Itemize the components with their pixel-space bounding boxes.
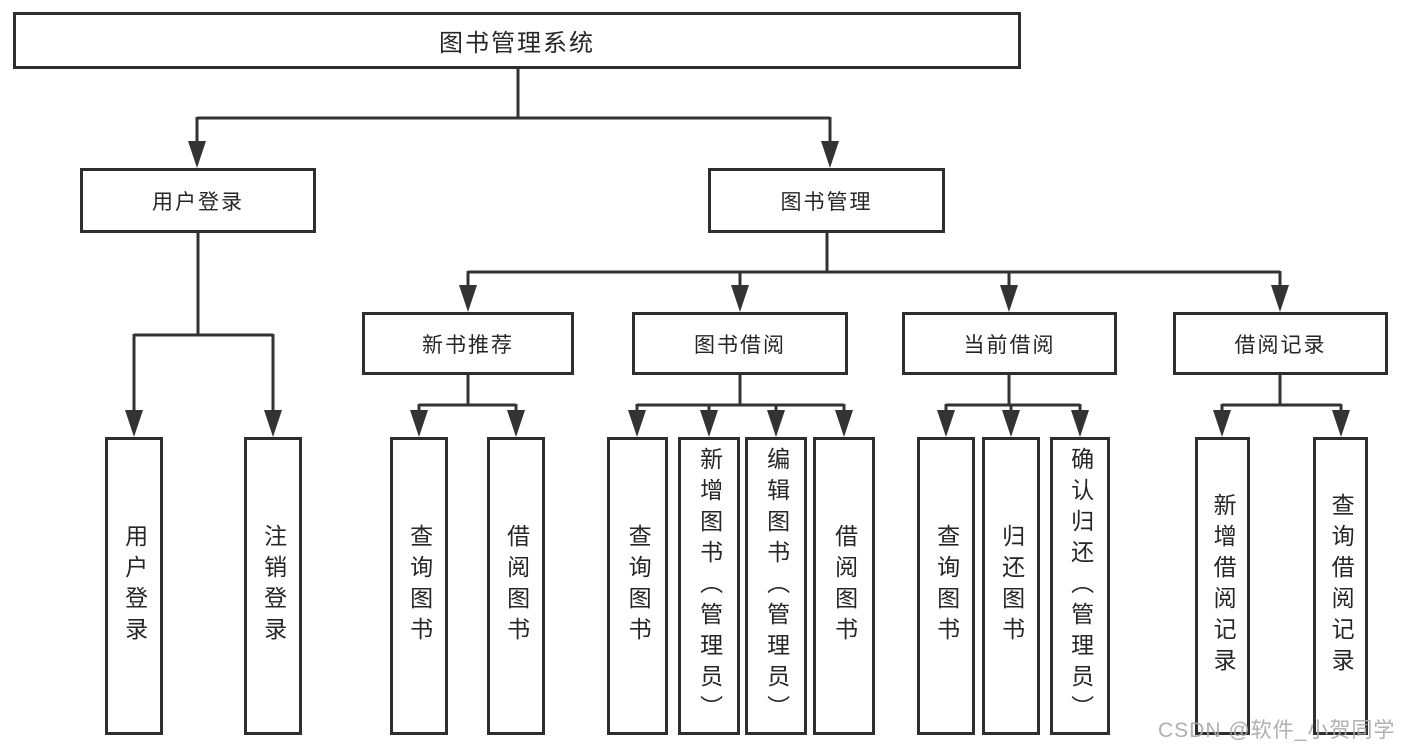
leaf-query-borrow-record: 查询借阅记录 <box>1313 437 1368 735</box>
node-new-book-recommend: 新书推荐 <box>362 312 574 375</box>
leaf-confirm-return-admin: 确认归还（管理员） <box>1050 437 1110 735</box>
leaf-borrow-books: 借阅图书 <box>813 437 875 735</box>
leaf-edit-books-admin: 编辑图书（管理员） <box>745 437 807 735</box>
leaf-add-borrow-record: 新增借阅记录 <box>1195 437 1250 735</box>
leaf-logout: 注销登录 <box>244 437 302 735</box>
node-current-borrowing: 当前借阅 <box>902 312 1117 375</box>
node-root-library-system: 图书管理系统 <box>13 12 1021 69</box>
leaf-query-books-current: 查询图书 <box>917 437 975 735</box>
node-book-management: 图书管理 <box>708 168 945 233</box>
node-user-login: 用户登录 <box>80 168 316 233</box>
arrowheads <box>125 141 1350 437</box>
node-book-borrowing: 图书借阅 <box>632 312 848 375</box>
node-borrowing-records: 借阅记录 <box>1173 312 1388 375</box>
leaf-return-books: 归还图书 <box>982 437 1040 735</box>
csdn-watermark: CSDN @软件_小贺同学 <box>1158 719 1396 742</box>
leaf-query-books-borrowing: 查询图书 <box>607 437 668 735</box>
leaf-borrow-books-recommend: 借阅图书 <box>487 437 545 735</box>
leaf-query-books-recommend: 查询图书 <box>390 437 448 735</box>
leaf-add-books-admin: 新增图书（管理员） <box>678 437 740 735</box>
leaf-user-login: 用户登录 <box>105 437 163 735</box>
